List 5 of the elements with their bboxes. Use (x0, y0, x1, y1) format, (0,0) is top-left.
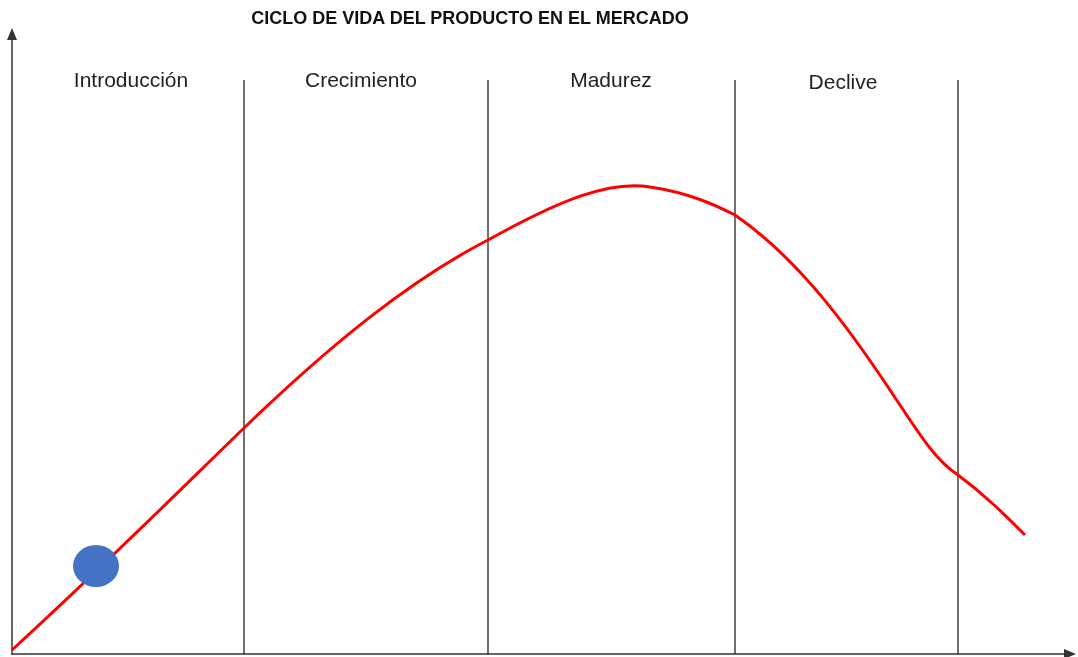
stage-label: Introducción (73, 68, 189, 92)
chart-title: CICLO DE VIDA DEL PRODUCTO EN EL MERCADO (251, 8, 689, 29)
stage-label: Madurez (570, 68, 652, 92)
stage-label: Declive (808, 70, 878, 94)
stage-label: Crecimiento (305, 68, 417, 92)
